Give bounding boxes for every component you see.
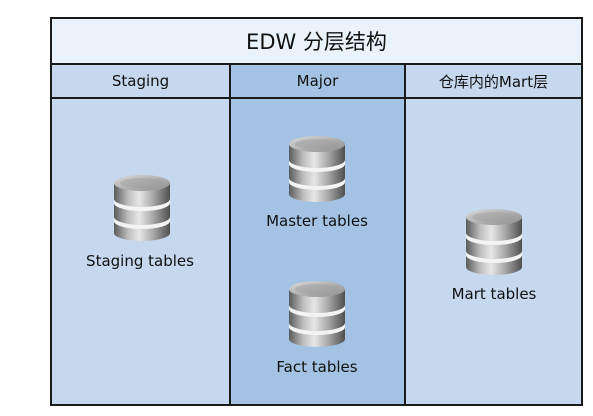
- column-major: Major Master tables Fact tables: [231, 65, 404, 404]
- column-divider: [229, 65, 231, 404]
- diagram-title: EDW 分层结构: [52, 19, 581, 65]
- column-mart: 仓库内的Mart层 Mart tables: [406, 65, 581, 404]
- master-tables-label: Master tables: [266, 212, 368, 230]
- database-icon: [464, 205, 524, 277]
- column-staging: Staging Staging tables: [52, 65, 229, 404]
- staging-tables-label: Staging tables: [86, 252, 194, 270]
- database-icon: [287, 132, 347, 204]
- database-icon: [112, 171, 172, 243]
- edw-diagram-frame: EDW 分层结构 Staging Staging tables Major Ma…: [50, 17, 583, 406]
- column-divider: [404, 65, 406, 404]
- database-icon: [287, 277, 347, 349]
- column-header-mart: 仓库内的Mart层: [406, 65, 581, 99]
- fact-tables-label: Fact tables: [276, 358, 358, 376]
- mart-tables-label: Mart tables: [451, 285, 537, 303]
- column-header-major: Major: [231, 65, 404, 99]
- column-header-staging: Staging: [52, 65, 229, 99]
